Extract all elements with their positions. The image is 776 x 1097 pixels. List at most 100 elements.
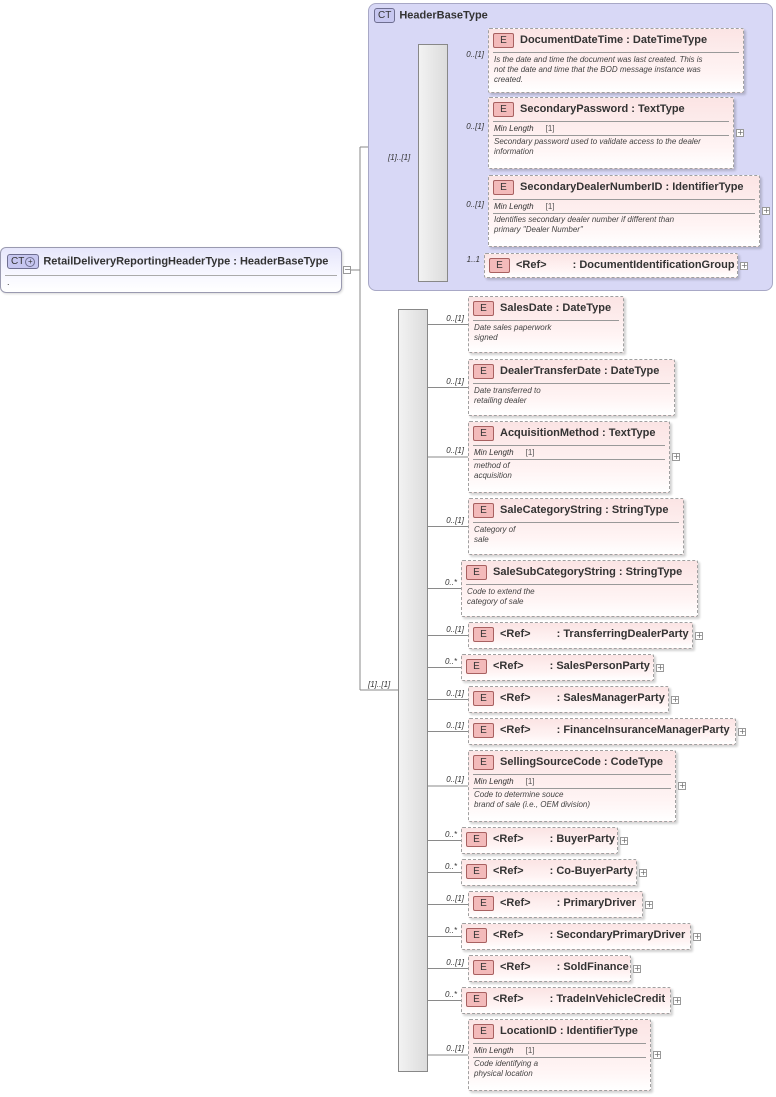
expand-toggle-co-buyerparty[interactable]: + (639, 867, 647, 877)
element-documentation: Date sales paperwork signed (474, 323, 552, 342)
occurrence-label: 0..[1] (466, 200, 484, 209)
ref-colon: : (556, 724, 564, 736)
min-length-facet: Min Length[1] (474, 448, 535, 457)
element-name: SaleSubCategoryString (493, 566, 616, 578)
element-icon: E (466, 928, 487, 943)
expand-toggle-primarydriver[interactable]: + (645, 899, 653, 909)
ref-colon: : (549, 929, 557, 941)
element-documentation: Date transferred to retailing dealer (474, 386, 541, 405)
occurrence-label: 0..[1] (446, 1044, 464, 1053)
occurrence-label: 0..[1] (466, 49, 484, 59)
element-icon: E (473, 896, 494, 911)
element-icon: E (466, 992, 487, 1007)
element-salesmanagerparty[interactable]: E<Ref>: SalesManagerParty (468, 686, 669, 713)
element-salespersonparty[interactable]: E<Ref>: SalesPersonParty (461, 654, 654, 681)
occurrence-label: 0..[1] (466, 122, 484, 131)
element-icon: E (473, 301, 494, 316)
element-primarydriver[interactable]: E<Ref>: PrimaryDriver (468, 891, 643, 918)
element-name: PrimaryDriver (563, 897, 637, 909)
divider (473, 774, 671, 775)
ref-label: <Ref> (500, 628, 531, 640)
occurrence-label: 0..[1] (446, 775, 464, 784)
expand-toggle-buyerparty[interactable]: + (620, 835, 628, 845)
expand-toggle-soldfinance[interactable]: + (633, 963, 641, 973)
facet-value: [1] (525, 448, 535, 457)
facet-value: [1] (525, 777, 535, 786)
element-tradeinvehiclecredit[interactable]: E<Ref>: TradeInVehicleCredit (461, 987, 671, 1014)
element-icon: E (493, 180, 514, 195)
ref-label: <Ref> (516, 259, 547, 271)
element-documentidentificationgroup[interactable]: E<Ref>: DocumentIdentificationGroup (484, 253, 738, 278)
element-header: E<Ref>: SecondaryPrimaryDriver (466, 928, 685, 943)
element-name: SalesPersonParty (556, 660, 650, 672)
expand-toggle-salesmanagerparty[interactable]: + (671, 694, 679, 704)
element-icon: E (473, 426, 494, 441)
expand-toggle-salespersonparty[interactable]: + (656, 662, 664, 672)
expand-toggle-secondaryprimarydriver[interactable]: + (693, 931, 701, 941)
ref-label: <Ref> (493, 833, 524, 845)
element-financeinsurancemanagerparty[interactable]: E<Ref>: FinanceInsuranceManagerParty (468, 718, 736, 745)
element-transferringdealerparty[interactable]: E<Ref>: TransferringDealerParty (468, 622, 693, 649)
element-icon: E (466, 832, 487, 847)
occurrence-label: 0..* (444, 989, 457, 999)
body-sequence-compositor[interactable] (398, 309, 428, 1072)
ref-label: <Ref> (500, 961, 531, 973)
element-type: : StringType (602, 504, 669, 516)
complex-type-title: RetailDeliveryReportingHeaderType : Head… (43, 255, 329, 268)
element-name: SaleCategoryString (500, 504, 603, 516)
occurrence-label: 0..* (444, 656, 457, 666)
element-co-buyerparty[interactable]: E<Ref>: Co-BuyerParty (461, 859, 637, 886)
expand-toggle-secondarypassword[interactable]: + (736, 128, 744, 137)
expand-toggle-acquisitionmethod[interactable]: + (672, 452, 680, 461)
element-icon: E (473, 364, 494, 379)
element-icon: E (493, 102, 514, 117)
ref-label: <Ref> (500, 897, 531, 909)
element-soldfinance[interactable]: E<Ref>: SoldFinance (468, 955, 631, 982)
collapse-toggle-main[interactable]: − (343, 265, 351, 274)
expand-toggle-locationid[interactable]: + (653, 1050, 661, 1059)
divider (473, 1057, 646, 1058)
expand-toggle-documentidentificationgroup[interactable]: + (740, 260, 748, 270)
element-header: E<Ref>: SalesPersonParty (466, 659, 650, 674)
element-documentation: Category of sale (474, 525, 516, 544)
facet-label: Min Length (494, 202, 534, 211)
complex-type-retail-delivery-reporting-header[interactable]: CT+RetailDeliveryReportingHeaderType : H… (0, 247, 342, 293)
element-type: : DateType (552, 302, 612, 314)
complex-type-header-title: HeaderBaseType (399, 9, 488, 22)
expand-toggle-secondarydealernumberid[interactable]: + (762, 206, 770, 215)
element-icon: E (473, 1024, 494, 1039)
element-header: E<Ref>: SalesManagerParty (473, 691, 665, 706)
ref-colon: : (556, 961, 564, 973)
sequence-occurrence-label: [1]..[1] (388, 153, 411, 162)
expand-toggle-sellingsourcecode[interactable]: + (678, 781, 686, 790)
element-secondaryprimarydriver[interactable]: E<Ref>: SecondaryPrimaryDriver (461, 923, 691, 950)
facet-label: Min Length (474, 777, 514, 786)
occurrence-label: 0..[1] (446, 446, 464, 455)
expand-toggle-tradeinvehiclecredit[interactable]: + (673, 995, 681, 1005)
ref-label: <Ref> (500, 724, 531, 736)
element-type: : DateTimeType (623, 34, 708, 46)
expand-toggle-transferringdealerparty[interactable]: + (695, 630, 703, 640)
header-sequence-compositor[interactable] (418, 44, 448, 282)
element-name: DocumentDateTime (520, 34, 624, 46)
expand-toggle-financeinsurancemanagerparty[interactable]: + (738, 726, 746, 736)
element-name: TradeInVehicleCredit (556, 993, 666, 1005)
element-buyerparty[interactable]: E<Ref>: BuyerParty (461, 827, 618, 854)
element-icon: E (473, 627, 494, 642)
element-icon: E (473, 960, 494, 975)
